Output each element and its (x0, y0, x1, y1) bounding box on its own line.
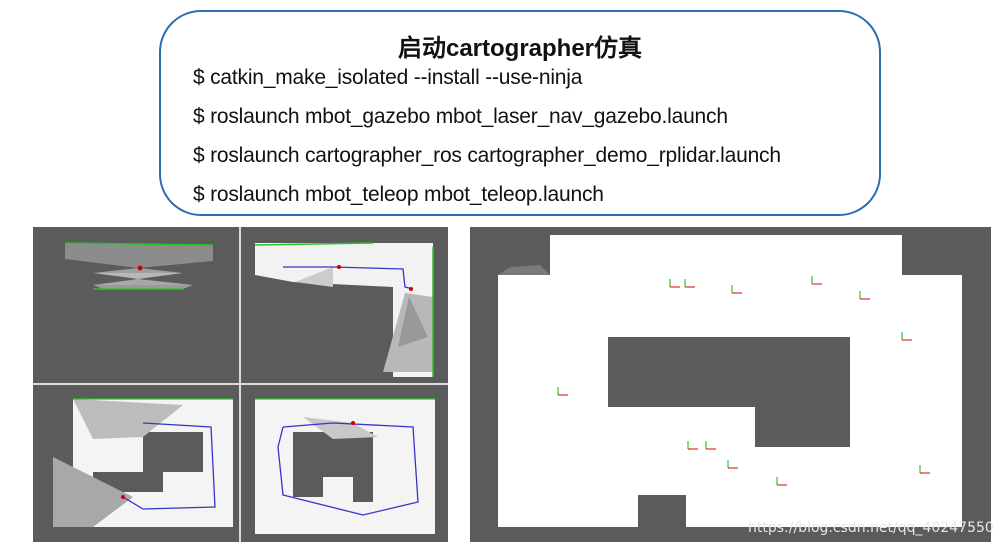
final-map (470, 227, 991, 542)
mapping-step-2 (254, 242, 434, 377)
mapping-step-4 (255, 398, 435, 534)
watermark-text: https://blog.csdn.net/qq_40247550 (748, 520, 994, 536)
mapping-step-1 (64, 242, 214, 290)
command-line-4: $ roslaunch mbot_teleop mbot_teleop.laun… (193, 183, 604, 206)
command-line-1: $ catkin_make_isolated --install --use-n… (193, 66, 583, 89)
command-box: 启动cartographer仿真 $ catkin_make_isolated … (159, 10, 881, 216)
mapping-step-3 (53, 398, 233, 527)
mapping-progress-grid (33, 227, 448, 542)
pose-markers (557, 276, 930, 486)
command-line-3: $ roslaunch cartographer_ros cartographe… (193, 144, 781, 167)
command-box-title: 启动cartographer仿真 (397, 35, 643, 62)
command-line-2: $ roslaunch mbot_gazebo mbot_laser_nav_g… (193, 105, 728, 128)
